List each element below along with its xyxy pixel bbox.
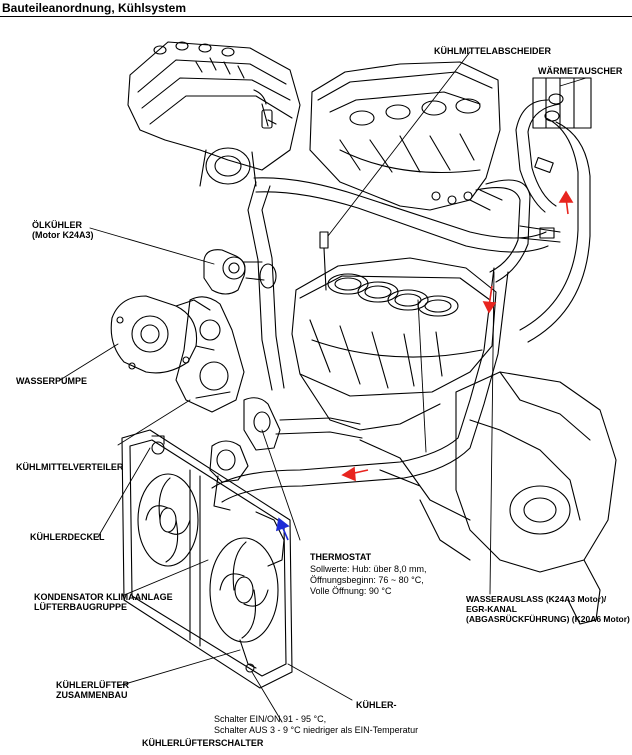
thermostat-spec-line3: Volle Öffnung: 90 °C <box>310 586 392 596</box>
label-oelkuehler: ÖLKÜHLER (Motor K24A3) <box>32 220 94 240</box>
switch-spec-line2: Schalter AUS 3 - 9 °C niedriger als EIN-… <box>214 725 419 735</box>
title-bar: Bauteileanordnung, Kühlsystem <box>0 0 632 17</box>
label-kuehlerdeckel: KÜHLERDECKEL <box>30 532 105 542</box>
transmission <box>359 371 617 625</box>
label-wasserauslass-line3: (ABGASRÜCKFÜHRUNG) (K20A6 Motor) <box>466 614 630 624</box>
leader-lines <box>59 51 587 723</box>
label-kondensator: KONDENSATOR KLIMAANLAGE LÜFTERBAUGRUPPE <box>34 592 173 612</box>
label-kuehler: KÜHLER- <box>356 700 397 710</box>
water-pump <box>110 295 215 374</box>
red-flow-arrow-down <box>482 285 497 314</box>
coolant-manifold <box>209 397 363 483</box>
label-oelkuehler-line1: ÖLKÜHLER <box>32 220 82 230</box>
label-kuehlmittelabscheider: KÜHLMITTELABSCHEIDER <box>434 46 551 56</box>
red-flow-arrow-heater <box>558 190 574 215</box>
label-kondensator-line2: LÜFTERBAUGRUPPE <box>34 602 128 612</box>
intake-manifold <box>127 41 301 187</box>
label-wasserauslass-line2: EGR-KANAL <box>466 604 517 614</box>
label-oelkuehler-line2: (Motor K24A3) <box>32 230 94 240</box>
timing-cover <box>175 296 245 413</box>
thermostat-spec-line2: Öffnungsbeginn: 76 ~ 80 °C, <box>310 575 424 585</box>
label-kuehlmittelverteiler: KÜHLMITTELVERTEILER <box>16 462 124 472</box>
flow-arrows <box>275 190 574 541</box>
label-kuehlerluefter-line1: KÜHLERLÜFTER <box>56 680 129 690</box>
cylinder-head <box>309 61 503 211</box>
label-kuehlerluefter-line2: ZUSAMMENBAU <box>56 690 128 700</box>
heater-hoses <box>515 99 591 343</box>
label-wasserauslass-line1: WASSERAUSLASS (K24A3 Motor)/ <box>466 594 607 604</box>
label-kuehlerluefterschalter: KÜHLERLÜFTERSCHALTER <box>142 738 264 748</box>
switch-spec: Schalter EIN/ON 91 - 95 °C, Schalter AUS… <box>214 714 418 736</box>
engine-block <box>291 257 497 431</box>
label-kuehlerluefter: KÜHLERLÜFTER ZUSAMMENBAU <box>56 680 129 700</box>
oil-cooler <box>203 249 277 295</box>
radiator-assembly <box>121 429 293 689</box>
label-kondensator-line1: KONDENSATOR KLIMAANLAGE <box>34 592 173 602</box>
label-wasserpumpe: WASSERPUMPE <box>16 376 88 386</box>
page-title: Bauteileanordnung, Kühlsystem <box>2 1 187 15</box>
lower-hose <box>211 267 509 511</box>
switch-spec-line1: Schalter EIN/ON 91 - 95 °C, <box>214 714 327 724</box>
thermostat-spec: Sollwerte: Hub: über 8,0 mm, Öffnungsbeg… <box>310 564 427 597</box>
label-waermetauscher: WÄRMETAUSCHER <box>538 66 623 76</box>
label-wasserauslass: WASSERAUSLASS (K24A3 Motor)/ EGR-KANAL (… <box>466 594 630 624</box>
label-thermostat: THERMOSTAT <box>310 552 372 562</box>
upper-hoses <box>247 177 549 391</box>
blue-flow-arrow-up <box>275 517 290 541</box>
thermostat-spec-line1: Sollwerte: Hub: über 8,0 mm, <box>310 564 427 574</box>
red-flow-arrow-left <box>341 466 369 482</box>
